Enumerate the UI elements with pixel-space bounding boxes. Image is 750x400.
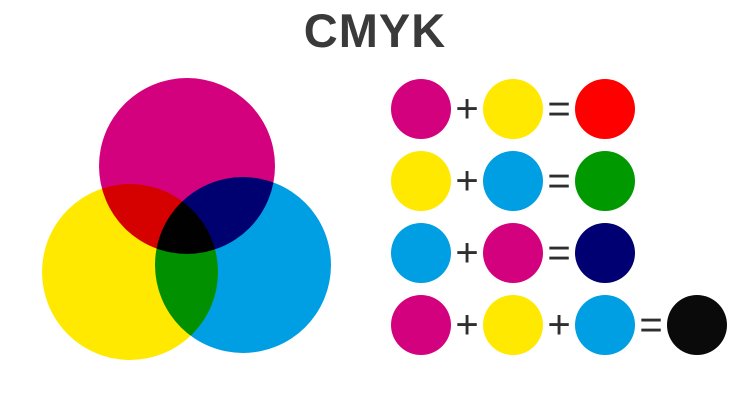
- magenta-circle: [483, 223, 543, 283]
- yellow-circle: [391, 151, 451, 211]
- page-title: CMYK: [303, 4, 447, 57]
- equation-row-2: +=: [391, 151, 727, 211]
- cyan-circle: [155, 177, 331, 353]
- cyan-circle: [575, 295, 635, 355]
- plus-operator: +: [455, 303, 479, 347]
- cyan-circle: [483, 151, 543, 211]
- plus-operator: +: [455, 231, 479, 275]
- equals-operator: =: [547, 159, 571, 203]
- equation-row-3: +=: [391, 223, 727, 283]
- plus-operator: +: [455, 159, 479, 203]
- equals-operator: =: [547, 87, 571, 131]
- plus-operator: +: [455, 87, 479, 131]
- cyan-circle: [391, 223, 451, 283]
- plus-operator: +: [547, 303, 571, 347]
- equals-operator: =: [639, 303, 663, 347]
- yellow-circle: [483, 79, 543, 139]
- black-circle: [667, 295, 727, 355]
- green-circle: [575, 151, 635, 211]
- magenta-circle: [391, 79, 451, 139]
- equation-row-4: + + =: [391, 295, 727, 355]
- equations: +=+=+=++=: [391, 79, 727, 355]
- magenta-circle: [391, 295, 451, 355]
- navy-circle: [575, 223, 635, 283]
- yellow-circle: [483, 295, 543, 355]
- equals-operator: =: [547, 231, 571, 275]
- equation-row-1: +=: [391, 79, 727, 139]
- red-circle: [575, 79, 635, 139]
